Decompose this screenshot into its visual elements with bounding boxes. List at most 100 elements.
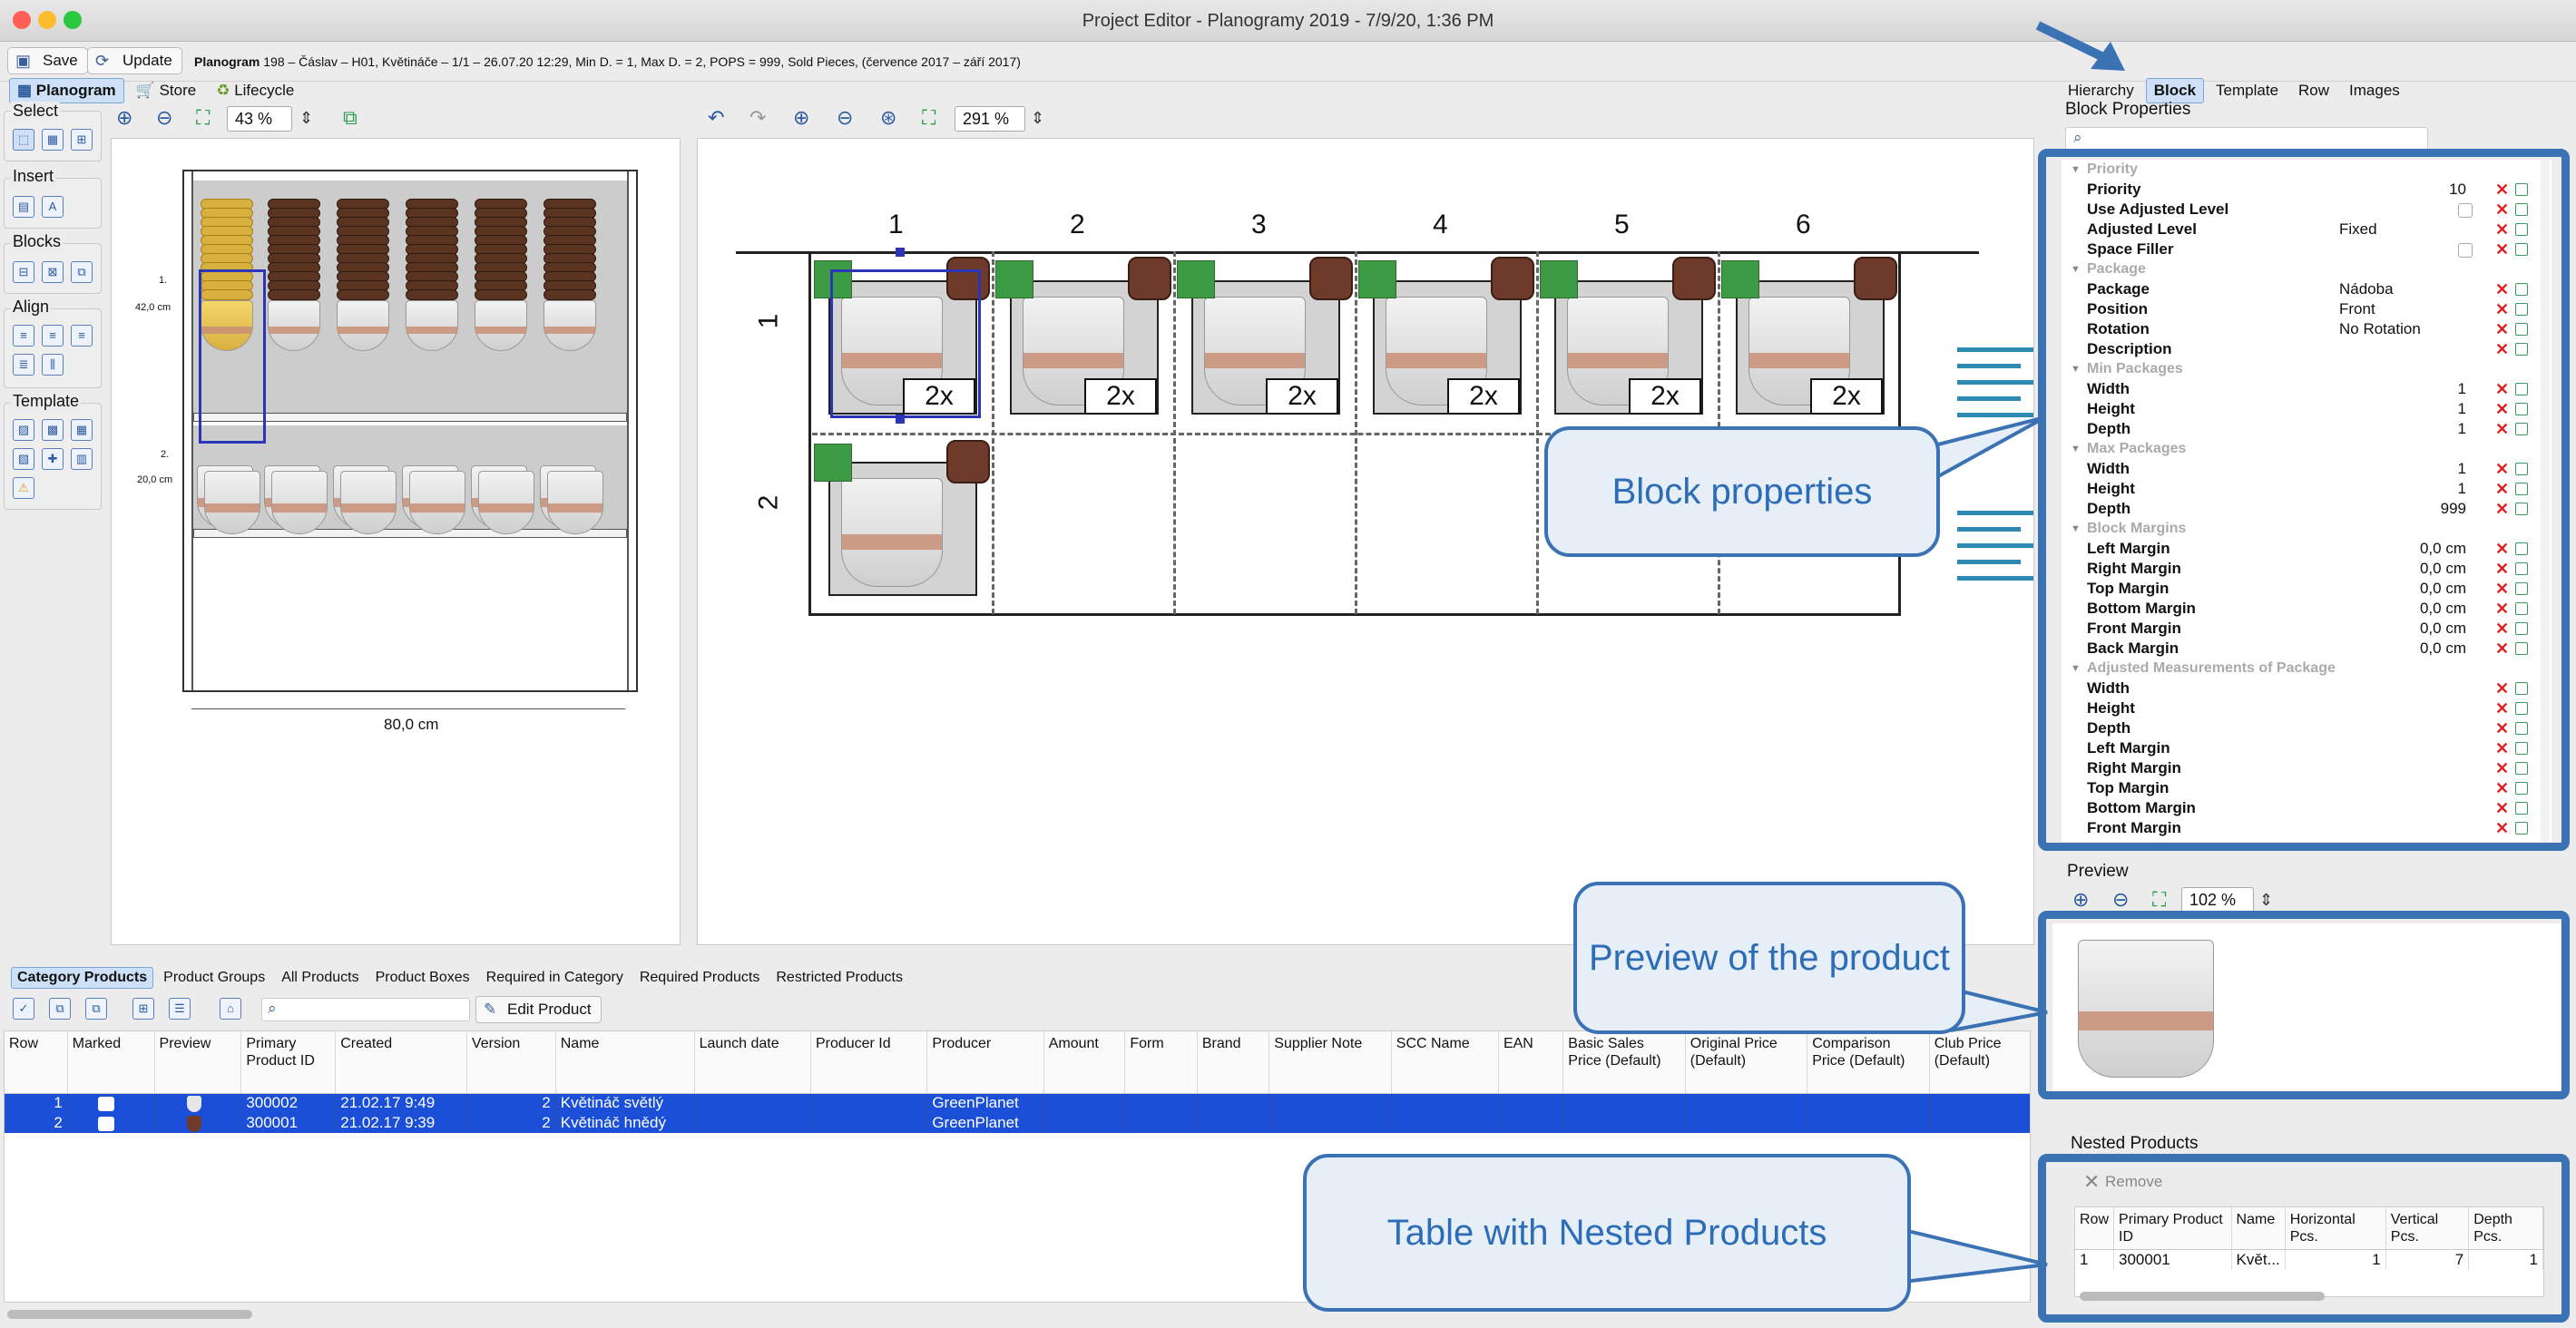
align-center-icon[interactable]: ≡: [42, 325, 64, 347]
copy-icon[interactable]: [2515, 203, 2528, 216]
section-package[interactable]: Package: [2062, 259, 2552, 279]
template-mixed-icon[interactable]: ✚: [42, 448, 64, 470]
tab-planogram[interactable]: ▦ Planogram: [9, 78, 124, 103]
property-value[interactable]: 0,0 cm: [2419, 640, 2466, 657]
block-merge-icon[interactable]: ⊠: [42, 261, 64, 283]
properties-scrollbar[interactable]: [2541, 160, 2550, 842]
delete-icon[interactable]: ✕: [2495, 739, 2510, 757]
delete-icon[interactable]: ✕: [2495, 719, 2510, 737]
zoom-in-icon[interactable]: ⊕: [116, 106, 133, 129]
property-value[interactable]: 999: [2440, 500, 2466, 517]
copy-icon[interactable]: [2515, 562, 2528, 575]
delete-icon[interactable]: ✕: [2495, 620, 2510, 638]
undo-icon[interactable]: ↶: [708, 106, 725, 129]
copy-icon[interactable]: [2515, 503, 2528, 515]
tab-restricted-products[interactable]: Restricted Products: [776, 970, 903, 985]
column-header[interactable]: Version: [466, 1031, 556, 1094]
redo-icon[interactable]: ↷: [749, 106, 767, 129]
nested-scrollbar[interactable]: [2080, 1292, 2325, 1301]
copy-icon[interactable]: [2515, 682, 2528, 695]
duplicate-icon[interactable]: ⧉: [85, 998, 107, 1020]
tab-store[interactable]: 🛒 Store: [128, 78, 205, 103]
preview-zoom-in-icon[interactable]: ⊕: [2072, 888, 2090, 911]
column-header[interactable]: Amount: [1043, 1031, 1126, 1094]
property-bottom-margin[interactable]: Bottom Margin✕: [2062, 798, 2552, 818]
section-block-margins[interactable]: Block Margins: [2062, 519, 2552, 539]
tab-hierarchy[interactable]: Hierarchy: [2068, 82, 2134, 99]
column-header[interactable]: Horizontal Pcs.: [2285, 1207, 2386, 1250]
column-header[interactable]: Original Price (Default): [1685, 1031, 1808, 1094]
list-icon[interactable]: ☰: [169, 998, 191, 1020]
block-zoom-search-icon[interactable]: ⊛: [880, 106, 897, 129]
property-value[interactable]: 1: [2457, 400, 2466, 417]
tab-product-boxes[interactable]: Product Boxes: [375, 970, 470, 985]
delete-icon[interactable]: ✕: [2495, 420, 2510, 438]
copy-icon[interactable]: [2515, 183, 2528, 196]
section-priority[interactable]: Priority: [2062, 160, 2552, 180]
property-value[interactable]: Nádoba: [2339, 280, 2394, 298]
delete-icon[interactable]: ✕: [2495, 460, 2510, 478]
property-value[interactable]: 0,0 cm: [2419, 580, 2466, 597]
column-header[interactable]: Name: [2231, 1207, 2286, 1250]
align-justify-icon[interactable]: ≣: [13, 354, 34, 376]
copy-icon[interactable]: [2515, 582, 2528, 595]
copy-icon[interactable]: [2515, 542, 2528, 555]
tab-row[interactable]: Row: [2298, 82, 2330, 99]
copy-icon[interactable]: [2515, 243, 2528, 256]
insert-text-icon[interactable]: A: [42, 196, 64, 218]
column-header[interactable]: Club Price (Default): [1929, 1031, 2030, 1094]
column-header[interactable]: Name: [555, 1031, 695, 1094]
template-warning-icon[interactable]: ⚠: [13, 477, 34, 499]
copy-icon[interactable]: [2515, 642, 2528, 655]
copy-icon[interactable]: [2515, 343, 2528, 356]
column-header[interactable]: Primary Product ID: [2113, 1207, 2232, 1250]
tab-images[interactable]: Images: [2349, 82, 2400, 99]
copy-icon[interactable]: ⧉: [49, 998, 71, 1020]
delete-icon[interactable]: ✕: [2495, 679, 2510, 698]
copy-icon[interactable]: [2515, 283, 2528, 296]
delete-icon[interactable]: ✕: [2495, 759, 2510, 777]
align-left-icon[interactable]: ≡: [13, 325, 34, 347]
delete-icon[interactable]: ✕: [2495, 540, 2510, 558]
products-search-input[interactable]: ⌕: [261, 998, 470, 1021]
column-header[interactable]: Primary Product ID: [240, 1031, 337, 1094]
copy-icon[interactable]: [2515, 223, 2528, 236]
preview-zoom-out-icon[interactable]: ⊖: [2112, 888, 2130, 911]
block-move-icon[interactable]: ⧉: [71, 261, 93, 283]
property-value[interactable]: Front: [2339, 300, 2375, 317]
property-value[interactable]: No Rotation: [2339, 320, 2421, 337]
property-space-filler[interactable]: Space Filler✕: [2062, 239, 2552, 259]
delete-icon[interactable]: ✕: [2495, 220, 2510, 239]
delete-icon[interactable]: ✕: [2495, 699, 2510, 718]
delete-icon[interactable]: ✕: [2495, 779, 2510, 797]
preview-zoom-field[interactable]: 102 %: [2181, 887, 2254, 913]
property-height[interactable]: Height✕: [2062, 698, 2552, 718]
delete-icon[interactable]: ✕: [2495, 240, 2510, 259]
delete-icon[interactable]: ✕: [2495, 560, 2510, 578]
column-header[interactable]: EAN: [1498, 1031, 1564, 1094]
delete-icon[interactable]: ✕: [2495, 400, 2510, 418]
copy-icon[interactable]: [2515, 822, 2528, 835]
copy-icon[interactable]: [2515, 702, 2528, 715]
preview-fit-icon[interactable]: ⛶: [2152, 888, 2167, 911]
delete-icon[interactable]: ✕: [2495, 819, 2510, 837]
copy-icon[interactable]: [2515, 782, 2528, 795]
marked-checkbox[interactable]: [97, 1096, 114, 1111]
copy-icon[interactable]: [2515, 602, 2528, 615]
tab-category-products[interactable]: Category Products: [11, 967, 154, 989]
property-left-margin[interactable]: Left Margin✕: [2062, 738, 2552, 758]
property-value[interactable]: 0,0 cm: [2419, 600, 2466, 617]
table-cell[interactable]: [67, 1093, 155, 1113]
marked-checkbox[interactable]: [97, 1116, 114, 1131]
column-header[interactable]: Preview: [154, 1031, 242, 1094]
property-value[interactable]: 0,0 cm: [2419, 540, 2466, 557]
property-value[interactable]: 0,0 cm: [2419, 620, 2466, 637]
